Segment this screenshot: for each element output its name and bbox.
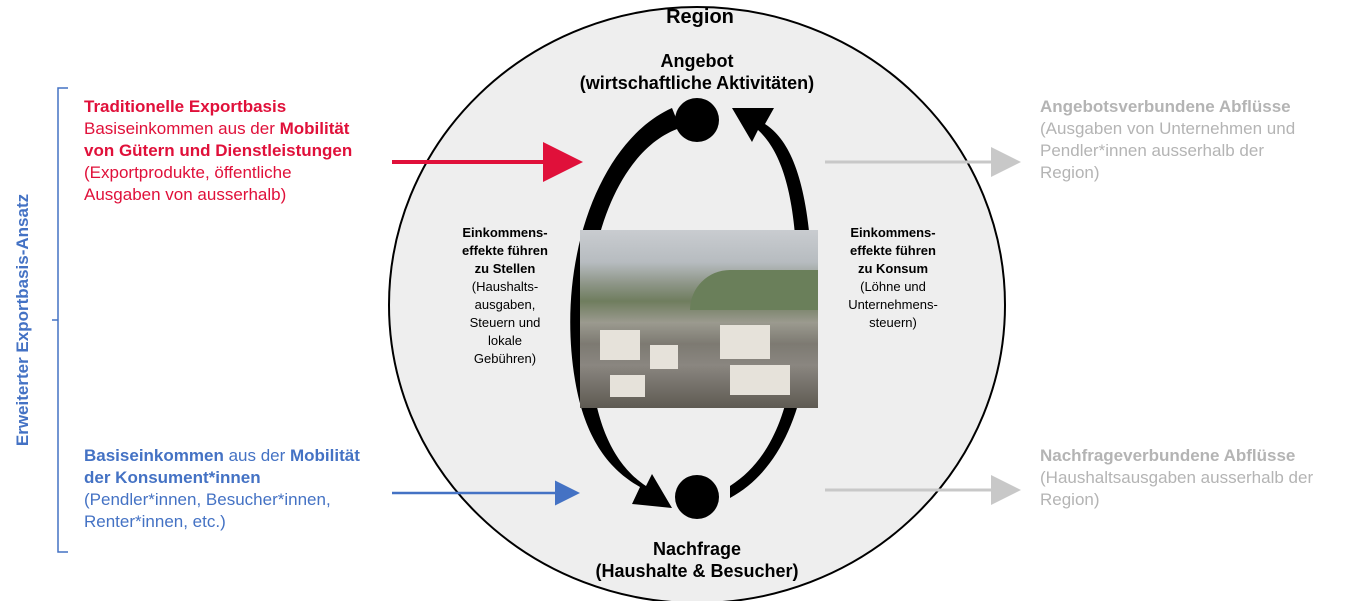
angebot-abfluesse-text: Angebotsverbundene Abflüsse (Ausgaben vo…	[1040, 97, 1296, 182]
left-bracket	[57, 87, 68, 553]
nachfrage-label: Nachfrage (Haushalte & Besucher)	[595, 539, 799, 581]
exportbasis-ansatz-label: Erweiterter Exportbasis-Ansatz	[13, 193, 32, 447]
town-photo	[580, 230, 818, 408]
right-effect-text: Einkommens- effekte führen zu Konsum (Lö…	[848, 225, 938, 330]
left-effect-text: Einkommens- effekte führen zu Stellen (H…	[462, 225, 548, 366]
nachfrage-abfluesse-text: Nachfrageverbundene Abflüsse (Haushaltsa…	[1040, 446, 1314, 509]
nachfrage-node	[675, 475, 719, 519]
left-flow-arrow	[570, 108, 680, 508]
export-basis-text: Traditionelle Exportbasis Basiseinkommen…	[84, 97, 353, 204]
konsum-basis-text: Basiseinkommen aus der Mobilität der Kon…	[84, 446, 360, 531]
region-title: Region	[666, 6, 734, 28]
angebot-node	[675, 98, 719, 142]
angebot-label: Angebot (wirtschaftliche Aktivitäten)	[579, 51, 815, 93]
